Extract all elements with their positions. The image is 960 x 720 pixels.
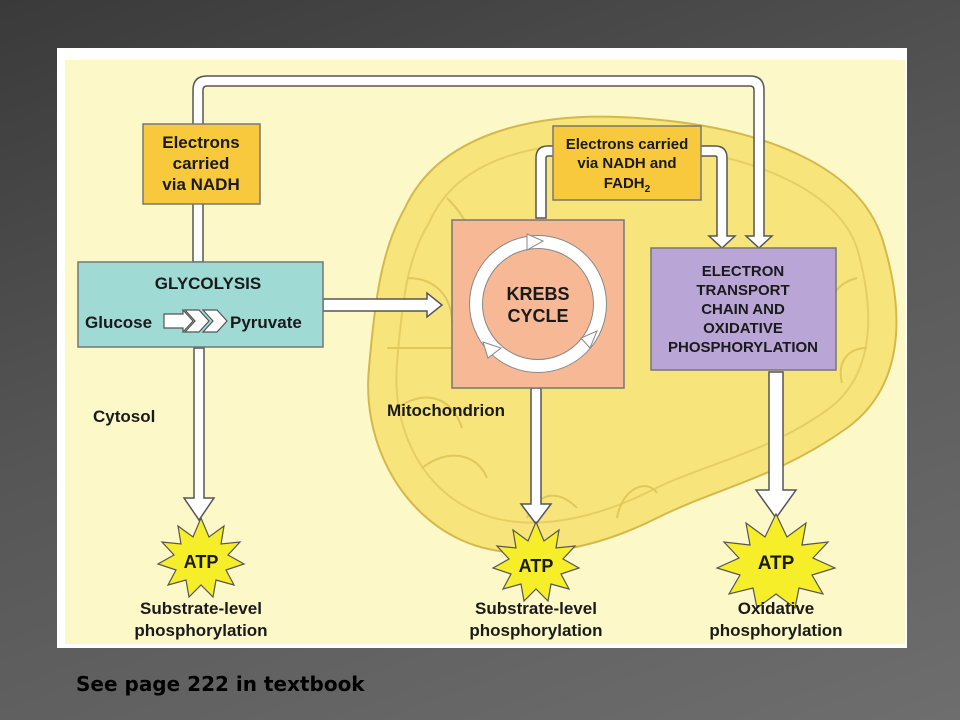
atp-burst-1: ATP — [156, 516, 246, 599]
nadh-to-etc-arrow — [192, 75, 774, 263]
glycolysis-title: GLYCOLYSIS — [155, 274, 261, 293]
textbook-caption: See page 222 in textbook — [76, 672, 365, 696]
fadh-box-line-3: FADH2 — [604, 175, 651, 195]
cytosol-label: Cytosol — [93, 407, 155, 426]
atp-label-3: ATP — [758, 553, 795, 574]
etc-line-3: CHAIN AND — [701, 301, 785, 318]
etc-line-2: TRANSPORT — [696, 282, 789, 299]
glycolysis-box: GLYCOLYSIS Glucose Pyruvate — [77, 261, 324, 348]
atp-label-1: ATP — [184, 552, 219, 572]
substrate-caption-1-line-2: phosphorylation — [134, 621, 267, 640]
fadh-box-line-1: Electrons carried — [566, 136, 689, 153]
nadh-box-line-2: carried — [173, 154, 230, 173]
etc-line-1: ELECTRON — [702, 263, 785, 280]
etc-line-5: PHOSPHORYLATION — [668, 339, 818, 356]
krebs-to-atp-arrow — [519, 387, 553, 526]
krebs-label-line-2: CYCLE — [507, 306, 568, 326]
atp-burst-3: ATP — [715, 512, 837, 610]
pyruvate-label: Pyruvate — [230, 313, 302, 332]
fadh-subscript: 2 — [645, 184, 651, 195]
nadh-box-line-3: via NADH — [162, 175, 239, 194]
substrate-caption-1-line-1: Substrate-level — [140, 599, 262, 618]
substrate-caption-2-line-1: Substrate-level — [475, 599, 597, 618]
glycolysis-to-krebs-arrow — [322, 291, 444, 319]
mitochondrion-label: Mitochondrion — [387, 401, 505, 420]
nadh-electron-box: Electrons carried via NADH — [142, 123, 261, 205]
etc-box: ELECTRON TRANSPORT CHAIN AND OXIDATIVE P… — [650, 247, 837, 371]
krebs-cycle-box: KREBS CYCLE — [451, 219, 625, 389]
fadh-electron-box: Electrons carried via NADH and FADH2 — [552, 125, 702, 201]
respiration-diagram: Electrons carried via NADH Electrons car… — [65, 60, 905, 644]
nadh-box-line-1: Electrons — [162, 133, 239, 152]
substrate-caption-2-line-2: phosphorylation — [469, 621, 602, 640]
glycolysis-to-atp-arrow — [182, 347, 216, 522]
glucose-to-pyruvate-arrows — [163, 308, 228, 334]
slide-panel: Electrons carried via NADH Electrons car… — [57, 48, 907, 648]
krebs-to-etc-arrow — [535, 145, 737, 250]
etc-to-atp-arrow — [754, 371, 798, 520]
oxidative-caption-line-1: Oxidative — [738, 599, 815, 618]
oxidative-caption-line-2: phosphorylation — [709, 621, 842, 640]
glucose-label: Glucose — [85, 313, 152, 332]
krebs-label-line-1: KREBS — [506, 284, 569, 304]
etc-line-4: OXIDATIVE — [703, 320, 783, 337]
atp-burst-2: ATP — [491, 520, 581, 603]
atp-label-2: ATP — [519, 556, 554, 576]
fadh-box-line-2: via NADH and — [577, 155, 676, 172]
